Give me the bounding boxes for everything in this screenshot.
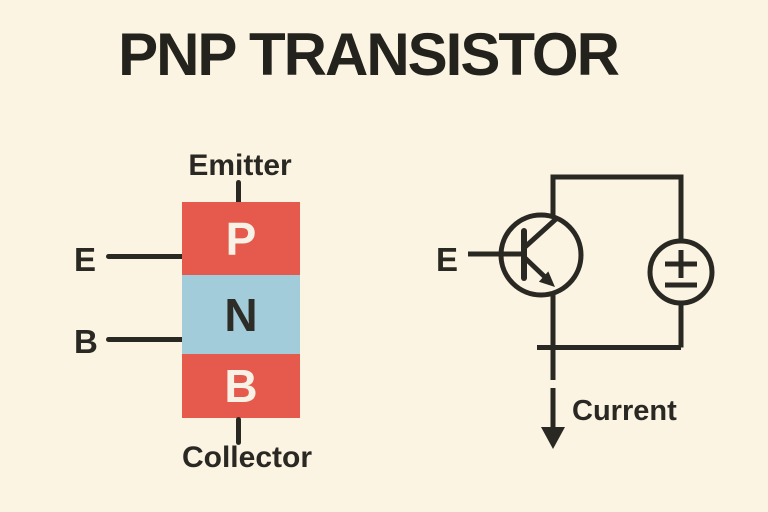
top-wire (550, 174, 684, 241)
b-connector-line (106, 337, 196, 342)
layer-letter: B (224, 360, 258, 412)
transistor-arrowhead-icon (538, 271, 555, 287)
layer-b-collector: B (182, 354, 300, 418)
page-title: PNP TRANSISTOR (118, 21, 620, 88)
circuit-emitter-label: E (436, 241, 459, 278)
collector-label: Collector (181, 441, 313, 474)
transistor-collector-diagonal (522, 216, 559, 250)
layer-letter: P (225, 212, 257, 265)
layer-letter: N (224, 288, 258, 341)
semiconductor-stack: P N B (182, 202, 300, 418)
current-label: Current (572, 395, 677, 427)
collector-connector-line (236, 417, 241, 445)
b-terminal-label: B (74, 323, 98, 360)
e-connector-line (106, 254, 196, 259)
emitter-label: Emitter (188, 149, 292, 182)
layer-p-emitter: P (182, 202, 300, 275)
battery-plus-icon (665, 250, 697, 278)
e-terminal-label: E (74, 241, 97, 278)
emitter-connector-line (236, 180, 241, 207)
transistor-emitter-diagonal (522, 255, 549, 281)
battery-circle (647, 238, 715, 306)
layer-n-base: N (182, 275, 300, 354)
current-arrowhead-icon (541, 427, 565, 449)
